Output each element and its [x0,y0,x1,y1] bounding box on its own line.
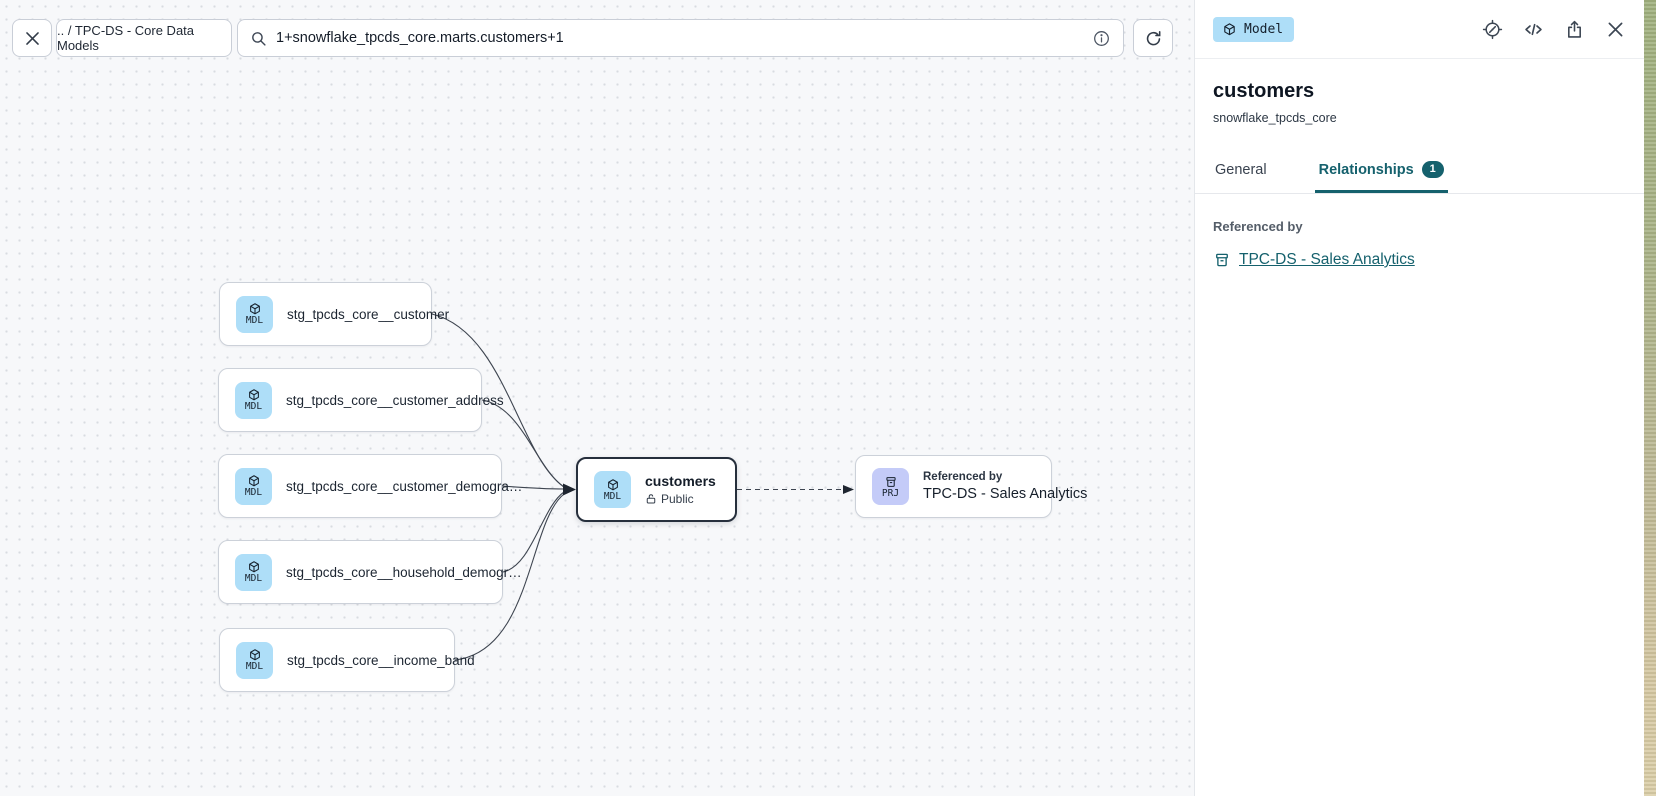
project-subtitle: snowflake_tpcds_core [1213,111,1337,125]
relationships-count-badge: 1 [1421,161,1444,178]
badge-label: MDL [244,573,263,584]
cube-icon [249,649,260,661]
tab-general[interactable]: General [1215,161,1267,178]
cube-icon [248,389,259,401]
cube-icon [1224,22,1235,35]
resource-type-badge: Model [1213,16,1295,42]
lineage-node-stg-customer-demographics[interactable]: MDL stg_tpcds_core__customer_demogra… [218,454,522,518]
archive-icon [885,476,896,487]
badge-label: MDL [244,401,263,412]
panel-tabs: General Relationships 1 [1195,152,1644,194]
close-lineage-button[interactable] [12,19,52,57]
lineage-canvas[interactable]: .. / TPC-DS - Core Data Models MDL stg_t… [0,0,1194,796]
details-panel-header: Model [1195,0,1644,59]
badge-label: PRJ [881,487,900,499]
close-icon [1608,22,1623,36]
lineage-node-stg-household-demographics[interactable]: MDL stg_tpcds_core__household_demogr… [218,540,522,604]
lineage-edges [431,313,854,661]
search-input[interactable] [276,30,1083,46]
desktop-wallpaper-sliver [1644,0,1656,796]
node-label: stg_tpcds_core__income_band [287,652,475,668]
details-panel: Model customers snowflake_tpcds_core [1194,0,1644,796]
lineage-node-stg-customer[interactable]: MDL stg_tpcds_core__customer [219,282,449,346]
node-label: stg_tpcds_core__customer_demogra… [286,478,523,494]
compass-icon [1482,19,1503,39]
badge-label: MDL [245,661,264,672]
cube-icon [248,475,259,487]
model-badge: MDL [235,381,272,419]
model-badge: MDL [236,295,273,333]
breadcrumb-label: .. / TPC-DS - Core Data Models [57,23,195,53]
node-kicker: Referenced by [923,471,1003,483]
node-label: stg_tpcds_core__customer_address [286,392,504,408]
page-title: customers [1213,80,1315,102]
share-icon [1568,20,1581,38]
node-label: stg_tpcds_core__household_demogr… [286,564,522,580]
explore-lineage-button[interactable] [1482,19,1503,40]
close-panel-button[interactable] [1605,19,1626,40]
lineage-search [237,19,1124,57]
lineage-node-stg-income-band[interactable]: MDL stg_tpcds_core__income_band [219,628,475,692]
lineage-node-customers-selected[interactable]: MDL customers Public [576,457,737,522]
view-code-button[interactable] [1523,19,1544,40]
model-badge: MDL [594,471,631,508]
node-access: Public [645,492,716,506]
model-badge: MDL [236,641,273,679]
resource-type-label: Model [1244,21,1284,37]
archive-icon [1216,253,1228,267]
search-icon [252,31,266,46]
close-icon [25,31,39,45]
refresh-icon [1146,30,1160,45]
referenced-project-link[interactable]: TPC-DS - Sales Analytics [1213,251,1626,269]
model-badge: MDL [235,553,272,591]
badge-label: MDL [244,487,263,498]
tab-relationships[interactable]: Relationships 1 [1314,152,1448,193]
project-badge: PRJ [872,468,909,505]
share-button[interactable] [1564,19,1585,40]
badge-label: MDL [245,315,264,326]
node-title: customers [645,473,716,489]
cube-icon [249,303,260,315]
cube-icon [607,478,618,490]
unlock-icon [646,494,656,504]
model-badge: MDL [235,467,272,505]
node-label: stg_tpcds_core__customer [287,306,450,322]
info-icon[interactable] [1092,29,1111,48]
refresh-button[interactable] [1133,19,1173,57]
code-icon [1525,23,1542,35]
referenced-by-section-title: Referenced by [1213,219,1303,234]
referenced-project-link-label[interactable]: TPC-DS - Sales Analytics [1239,251,1415,268]
badge-label: MDL [603,490,622,502]
breadcrumb[interactable]: .. / TPC-DS - Core Data Models [56,19,232,57]
lineage-node-referenced-project[interactable]: PRJ Referenced by TPC-DS - Sales Analyti… [855,455,1087,518]
cube-icon [248,561,259,573]
node-title: TPC-DS - Sales Analytics [923,486,1088,502]
lineage-node-stg-customer-address[interactable]: MDL stg_tpcds_core__customer_address [218,368,504,432]
